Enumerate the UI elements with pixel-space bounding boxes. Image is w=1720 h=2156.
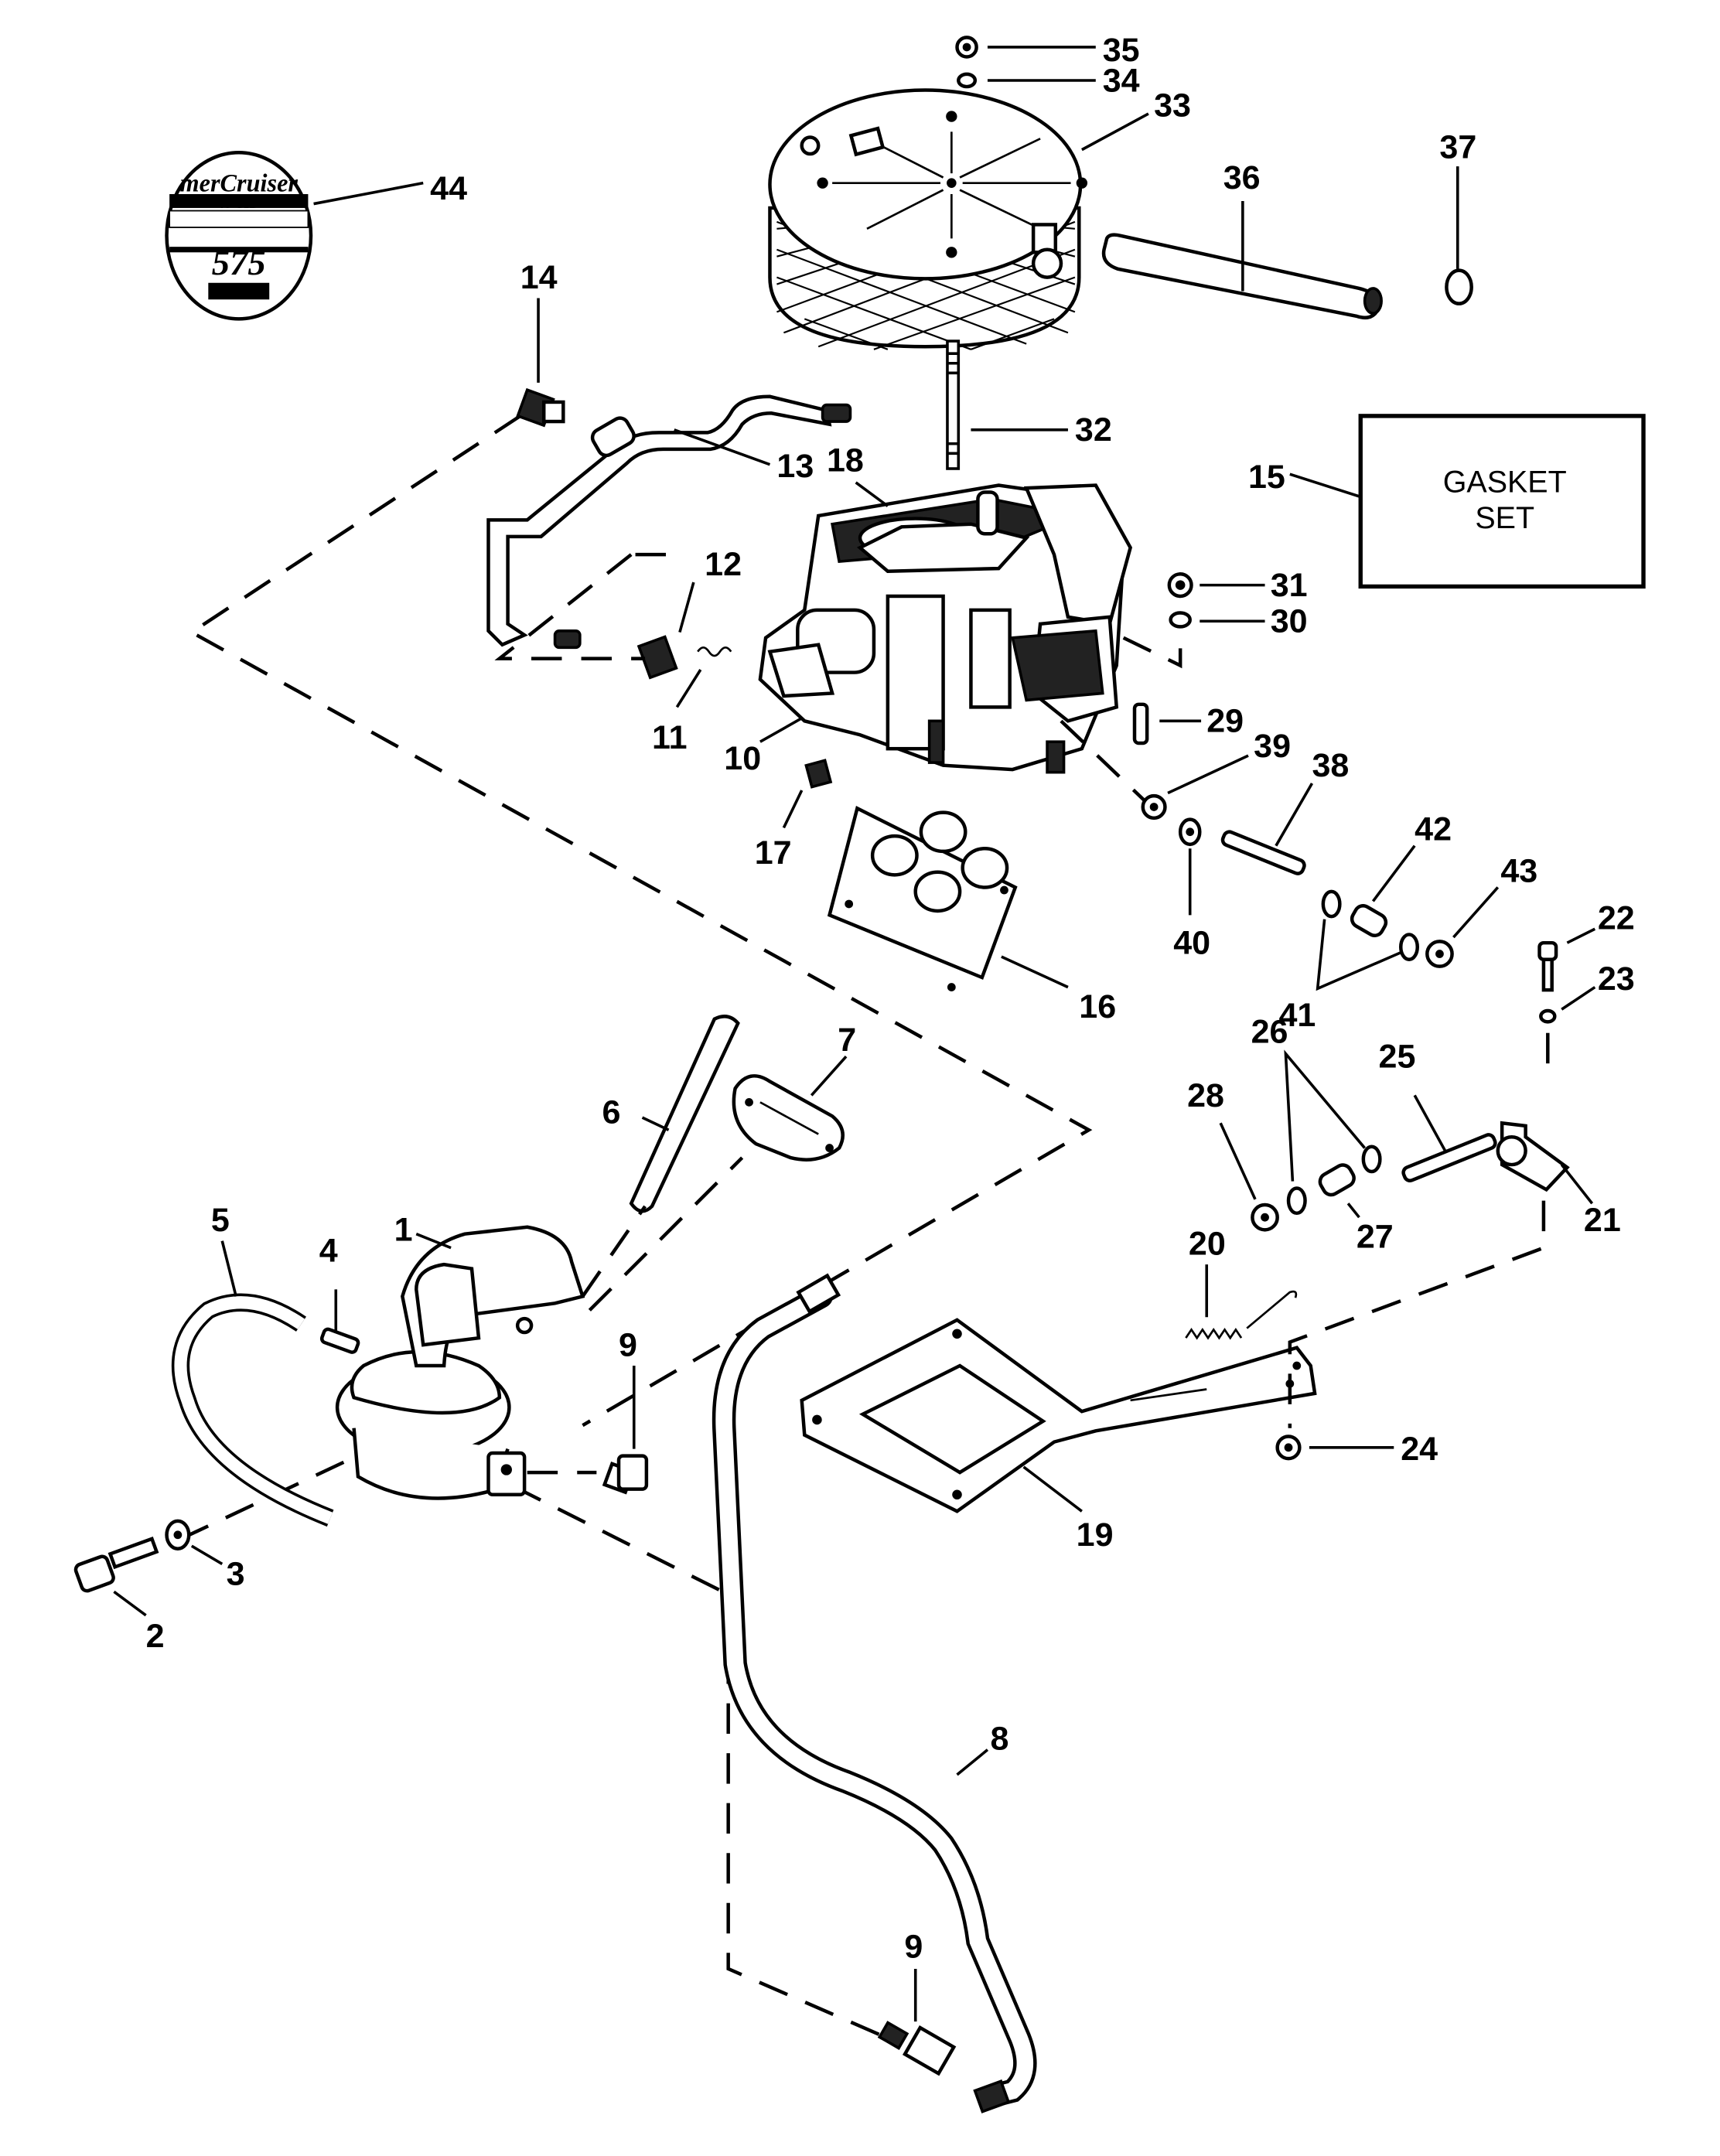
callout-3: 3: [227, 1555, 245, 1592]
callout-36: 36: [1223, 159, 1261, 196]
gasket-set-box: [1358, 414, 1646, 589]
callout-13: 13: [776, 448, 814, 485]
throttle-bracket-plate: [800, 1318, 1317, 1513]
callout-9: 9: [619, 1326, 637, 1363]
callout-2: 2: [146, 1618, 165, 1655]
decal-badge: merCruiser 40 CID 575: [165, 150, 313, 321]
carb-gasket: [827, 806, 1018, 991]
fuel-pump: [319, 1225, 585, 1500]
callout-25: 25: [1379, 1039, 1416, 1076]
callout-4: 4: [319, 1233, 338, 1270]
callout-11: 11: [652, 719, 687, 756]
callout-14: 14: [520, 259, 558, 296]
callout-20: 20: [1189, 1226, 1226, 1263]
callout-10: 10: [724, 740, 761, 777]
callout-35: 35: [1103, 32, 1140, 69]
callout-21: 21: [1584, 1202, 1621, 1239]
carb-fuel-line: [486, 394, 852, 650]
callout-43: 43: [1500, 852, 1537, 889]
callout-18: 18: [827, 442, 864, 479]
callout-5: 5: [211, 1202, 230, 1239]
inlet-fitting: [516, 387, 565, 428]
bolt: [73, 1536, 159, 1593]
callout-17: 17: [755, 834, 792, 872]
callout-29: 29: [1206, 703, 1244, 740]
badge-model: 575: [212, 243, 266, 283]
callout-19: 19: [1077, 1516, 1114, 1554]
callout-8: 8: [991, 1721, 1009, 1758]
callout-15: 15: [1248, 459, 1285, 496]
gasket-set-line1: GASKET: [1443, 465, 1567, 499]
callout-44: 44: [430, 170, 467, 207]
callout-7: 7: [838, 1022, 856, 1059]
callout-6: 6: [602, 1093, 621, 1131]
callout-9b: 9: [904, 1929, 923, 1966]
fuel-line: [712, 1273, 1037, 2113]
bracket: [1496, 1121, 1570, 1192]
callout-30: 30: [1271, 603, 1308, 640]
callout-12: 12: [705, 546, 742, 583]
callout-42: 42: [1415, 811, 1452, 848]
callout-24: 24: [1401, 1431, 1438, 1468]
callout-22: 22: [1598, 899, 1635, 936]
fitting-upper: [527, 1454, 649, 1495]
callout-38: 38: [1312, 747, 1349, 784]
callout-26: 26: [1251, 1013, 1288, 1050]
carburetor: [758, 483, 1133, 774]
gasket-set-line2: SET: [1475, 501, 1534, 535]
callout-16: 16: [1079, 988, 1116, 1025]
badge-brand: merCruiser: [180, 169, 299, 196]
callout-40: 40: [1173, 925, 1210, 962]
callout-32: 32: [1075, 411, 1112, 449]
callout-34: 34: [1103, 62, 1140, 99]
callout-39: 39: [1254, 728, 1291, 765]
callout-1: 1: [394, 1212, 413, 1249]
callout-37: 37: [1439, 128, 1476, 165]
callout-28: 28: [1187, 1077, 1224, 1114]
flame-arrestor: [768, 88, 1088, 350]
callout-27: 27: [1357, 1219, 1394, 1256]
callout-41: 41: [1278, 997, 1316, 1034]
callout-31: 31: [1271, 567, 1308, 604]
callout-33: 33: [1154, 87, 1191, 125]
badge-sub: 40 CID: [217, 196, 260, 211]
fitting-lower: [877, 2021, 957, 2076]
callout-23: 23: [1598, 960, 1635, 998]
